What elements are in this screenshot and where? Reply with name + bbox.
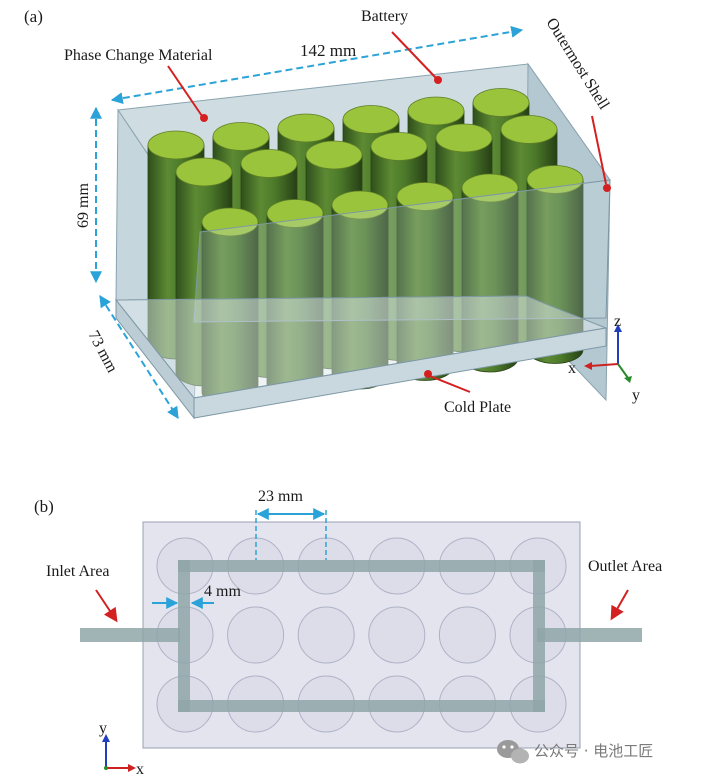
battery-circle xyxy=(438,606,496,664)
axis-x-label: x xyxy=(568,360,576,377)
panel-b: (b) 23 mm 4 mm Inlet Area xyxy=(34,488,662,778)
axis-z-label: z xyxy=(614,313,621,330)
callout-battery: Battery xyxy=(361,8,442,84)
callout-inlet: Inlet Area xyxy=(46,563,118,623)
panel-a: (a) 142 mm 69 mm 73 mm xyxy=(24,7,640,420)
dimension-length: 142 mm xyxy=(110,25,524,105)
callout-pcm: Phase Change Material xyxy=(64,47,213,122)
axis-triad-3d: z x y xyxy=(568,313,640,404)
pcm-label: Phase Change Material xyxy=(64,47,213,64)
panel-b-tag: (b) xyxy=(34,497,54,516)
cold-plate xyxy=(114,295,608,420)
inlet-label: Inlet Area xyxy=(46,563,110,580)
axis-triad-2d: y x xyxy=(99,720,144,778)
battery-circle xyxy=(368,606,426,664)
panel-a-tag: (a) xyxy=(24,7,43,26)
dimension-pitch: 23 mm xyxy=(255,488,327,560)
watermark: 公众号 · 电池工匠 xyxy=(497,740,653,764)
dimension-width-label: 73 mm xyxy=(84,328,120,376)
watermark-text: 公众号 · 电池工匠 xyxy=(534,742,653,760)
cooling-channel xyxy=(80,560,642,712)
battery-circle xyxy=(227,606,285,664)
dimension-length-label: 142 mm xyxy=(300,41,356,60)
axis-b-x-label: x xyxy=(136,761,144,778)
battery-label: Battery xyxy=(361,8,408,25)
dimension-height: 69 mm xyxy=(75,106,102,284)
battery-circle-grid xyxy=(156,537,567,733)
pitch-label: 23 mm xyxy=(258,488,303,505)
battery-circle xyxy=(297,606,355,664)
wechat-icon xyxy=(497,740,529,764)
dimension-channel: 4 mm xyxy=(152,583,241,609)
shell-label: Outermost Shell xyxy=(543,15,613,113)
axis-y-label: y xyxy=(632,387,640,404)
cold-plate-label: Cold Plate xyxy=(444,399,511,416)
pcm-front-face xyxy=(193,179,611,323)
channel-label: 4 mm xyxy=(204,583,241,600)
axis-b-y-label: y xyxy=(99,720,107,737)
dimension-height-label: 69 mm xyxy=(75,183,92,228)
callout-outlet: Outlet Area xyxy=(588,558,662,621)
callout-cold-plate: Cold Plate xyxy=(424,370,511,416)
outlet-label: Outlet Area xyxy=(588,558,662,575)
